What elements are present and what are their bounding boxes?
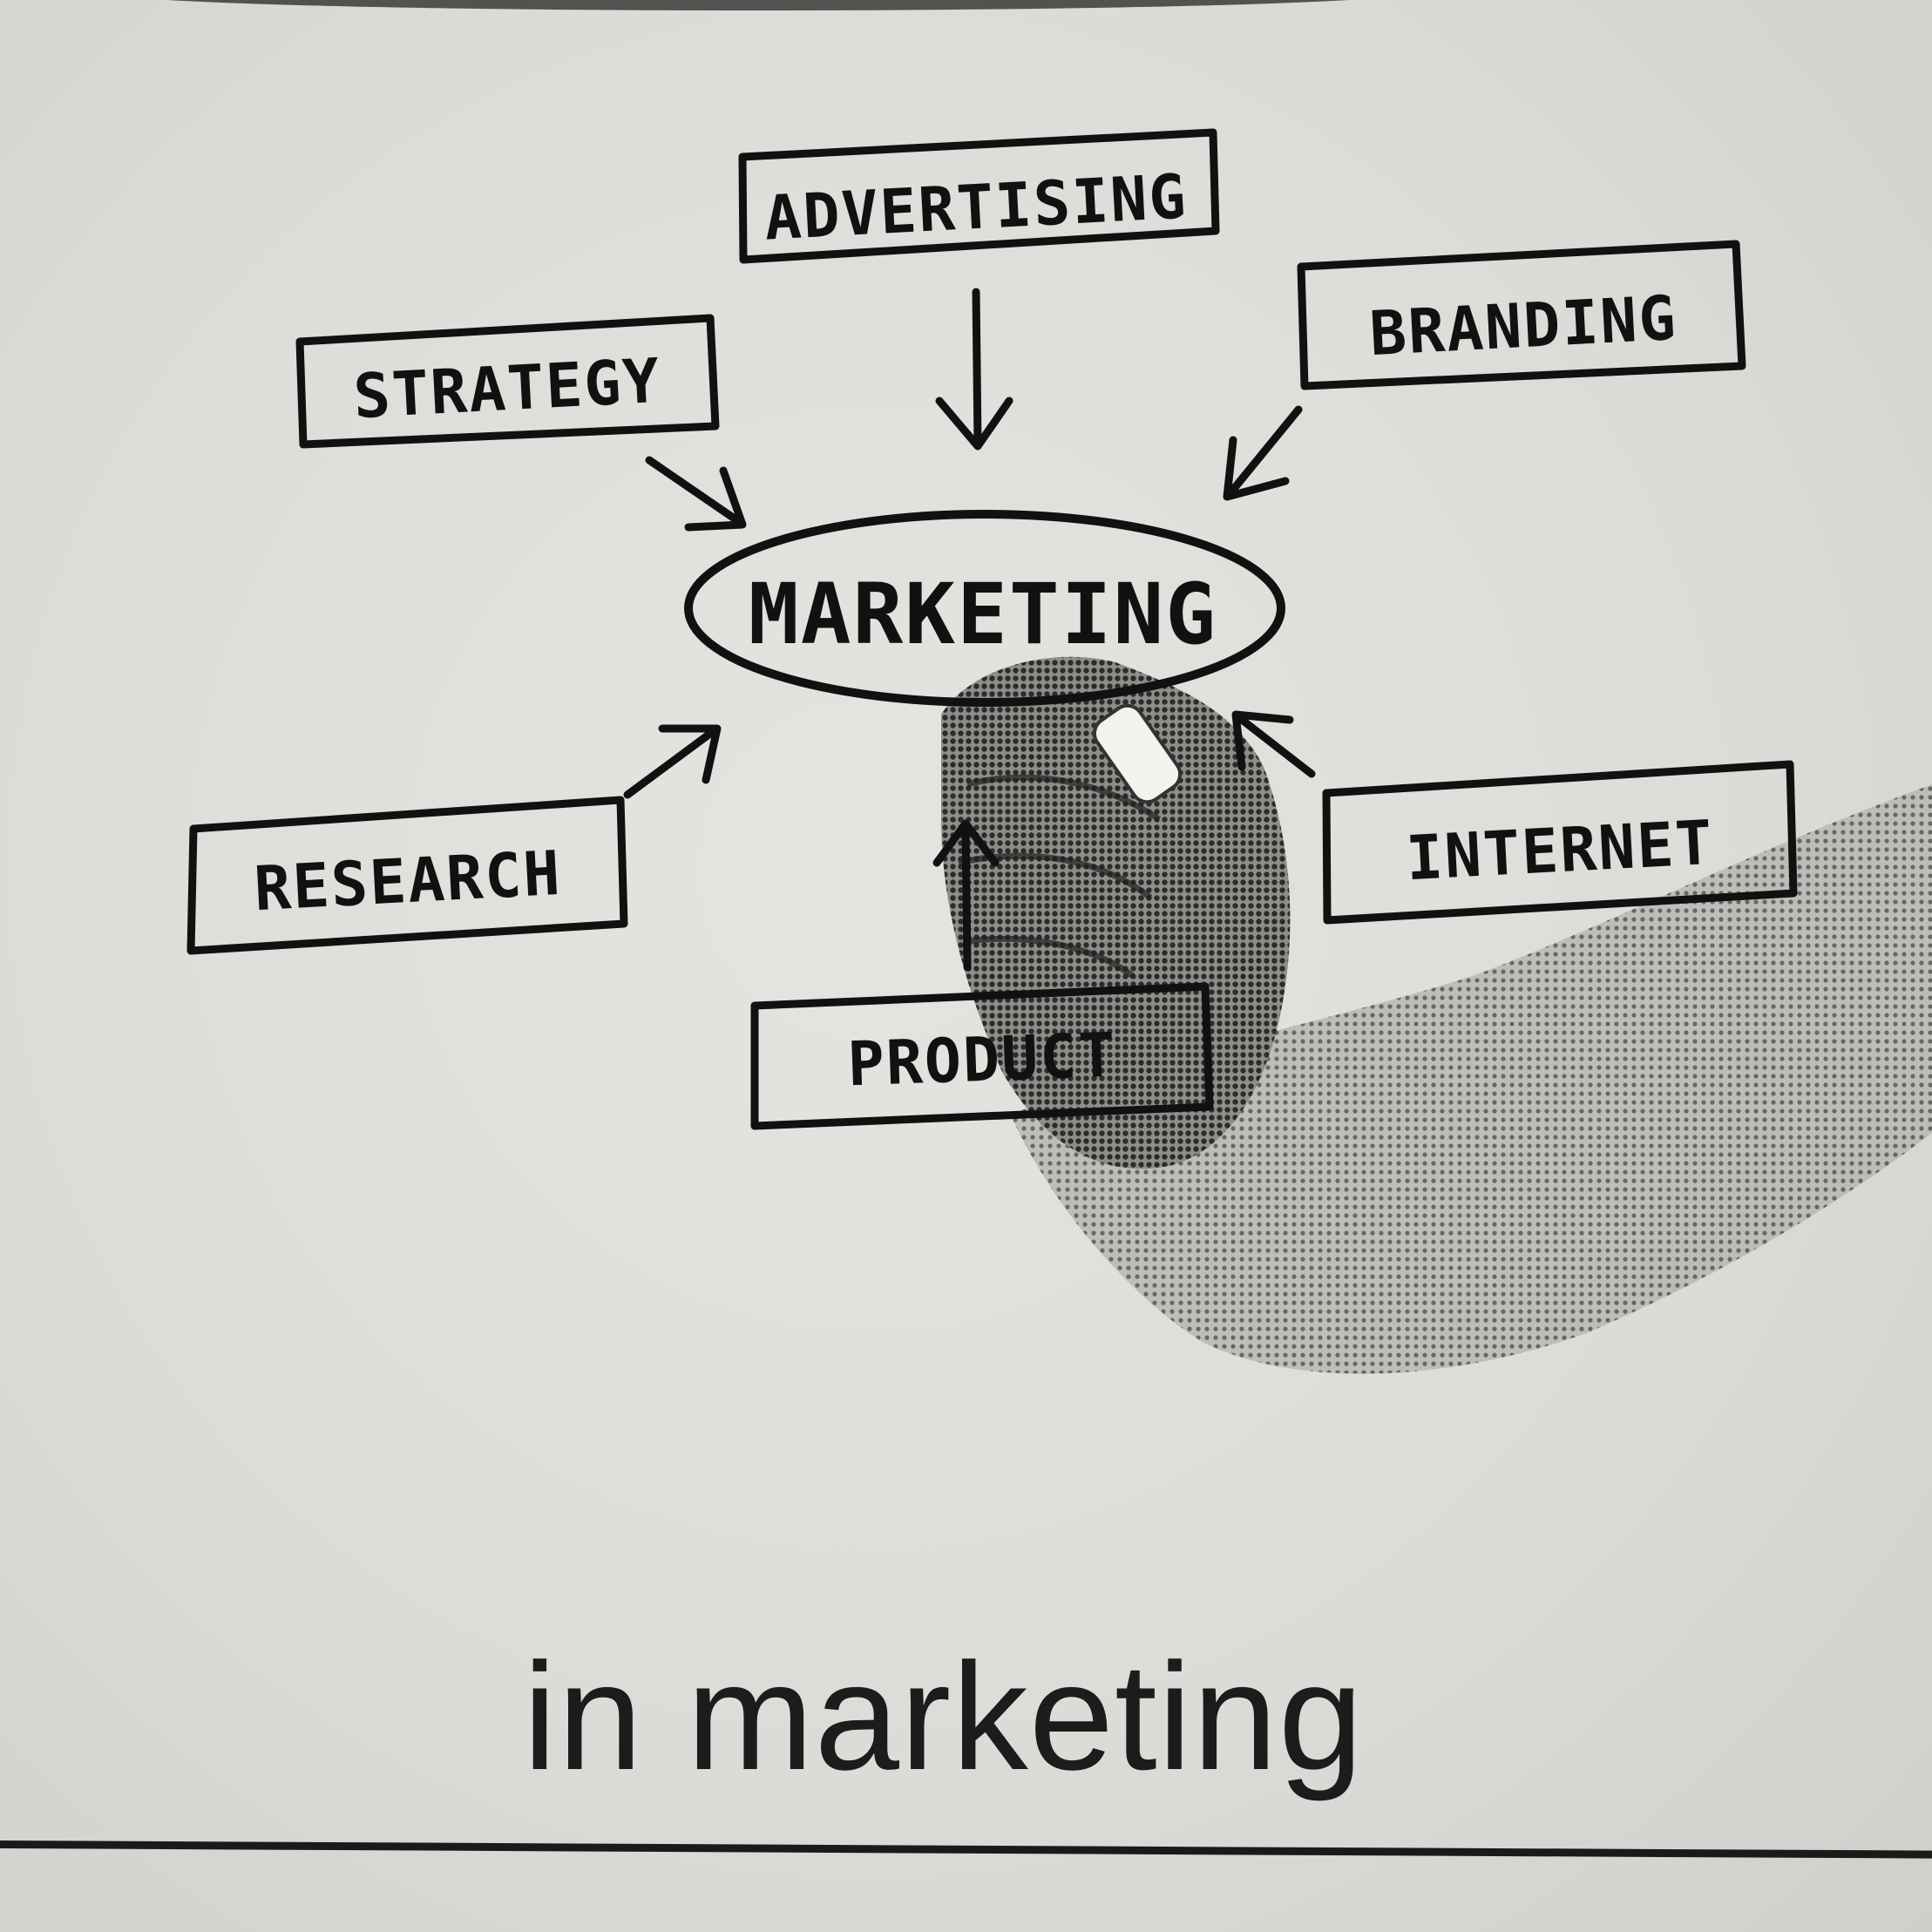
arrow-product (932, 819, 1000, 972)
strategy-label: STRATEGY (352, 345, 663, 432)
node-internet: INTERNET (1322, 760, 1798, 925)
product-label: PRODUCT (846, 1020, 1118, 1101)
node-advertising: ADVERTISING (738, 128, 1220, 264)
node-research: RESEARCH (186, 796, 628, 955)
marketing-ellipse (684, 510, 1285, 707)
internet-label: INTERNET (1405, 807, 1716, 894)
hand-illustration (941, 656, 1932, 1374)
arrow-research (623, 724, 722, 799)
node-strategy: STRATEGY (295, 314, 720, 449)
arrow-advertising (935, 288, 1013, 451)
hand (941, 656, 1291, 1169)
caption: in marketing (523, 1632, 1365, 1802)
arrow-branding (1223, 405, 1303, 501)
arrow-strategy (645, 456, 747, 532)
branding-label: BRANDING (1368, 282, 1679, 369)
marker-icon (1092, 703, 1183, 804)
marketing-label: MARKETING (749, 566, 1217, 663)
forearm (1011, 784, 1932, 1374)
top-edge-shadow (105, 0, 1412, 10)
arrow-internet (1231, 710, 1316, 778)
node-branding: BRANDING (1297, 240, 1746, 390)
research-label: RESEARCH (253, 837, 564, 925)
node-product: PRODUCT (750, 982, 1214, 1130)
